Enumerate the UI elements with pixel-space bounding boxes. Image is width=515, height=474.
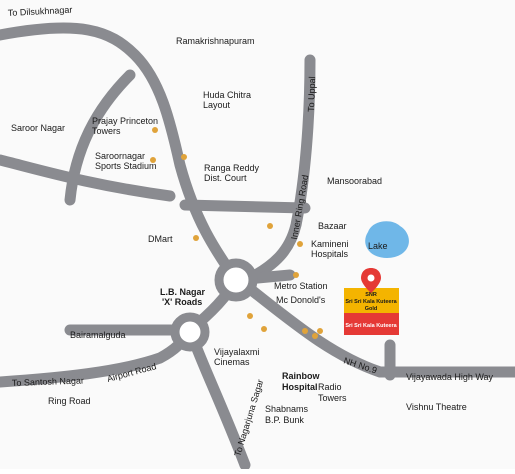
- label-ramakrishnapuram: Ramakrishnapuram: [176, 36, 255, 46]
- label-rainbow-2: Hospital: [282, 382, 318, 392]
- badge-line1: SNR: [365, 292, 377, 298]
- label-ranga-1: Ranga Reddy: [204, 163, 260, 173]
- lb-nagar-junction: [214, 258, 258, 302]
- label-saroor-nagar: Saroor Nagar: [11, 123, 65, 133]
- dot-vijayalaxmi: [247, 313, 253, 319]
- location-pin-icon: [361, 268, 381, 293]
- label-to-nagarjuna-sagar: To Nagarjuna Sagar: [232, 378, 265, 457]
- badge-red-label: Sri Sri Kala Kuteera: [345, 323, 397, 329]
- dot-mcdonalds: [261, 326, 267, 332]
- label-prajay-2: Towers: [92, 126, 121, 136]
- label-lake: Lake: [368, 241, 388, 251]
- bairamalguda-junction: [170, 312, 210, 352]
- label-ranga-2: Dist. Court: [204, 173, 247, 183]
- dot-metro: [293, 272, 299, 278]
- label-to-dilsukhnagar: To Dilsukhnagar: [8, 5, 73, 18]
- label-lbnagar-2: 'X' Roads: [162, 297, 202, 307]
- label-shabnams-2: B.P. Bunk: [265, 415, 304, 425]
- dot-rainbow: [302, 328, 308, 334]
- label-vijayalaxmi-1: Vijayalaxmi: [214, 347, 259, 357]
- dot-kamineni: [297, 241, 303, 247]
- label-metro: Metro Station: [274, 281, 328, 291]
- dot-radio: [317, 328, 323, 334]
- badge-line3: Gold: [365, 306, 378, 312]
- property-badge[interactable]: SNR Sri Sri Kala Kuteera Gold Sri Sri Ka…: [344, 268, 399, 335]
- dot-stadium: [150, 157, 156, 163]
- road-court: [179, 199, 311, 214]
- dot-shabnams: [312, 333, 318, 339]
- label-radio-2: Towers: [318, 393, 347, 403]
- landmark-dots: [150, 127, 323, 339]
- badge-line2: Sri Sri Kala Kuteera: [345, 299, 397, 305]
- label-huda-2: Layout: [203, 100, 231, 110]
- badge-red: [344, 313, 399, 335]
- label-mcdonalds: Mc Donold's: [276, 295, 326, 305]
- label-vijayawada-highway: Vijayawada High Way: [406, 372, 494, 382]
- label-stadium-2: Sports Stadium: [95, 161, 157, 171]
- label-rainbow-1: Rainbow: [282, 371, 320, 381]
- label-to-uppal: To Uppal: [306, 76, 317, 112]
- label-vishnu: Vishnu Theatre: [406, 402, 467, 412]
- road-uppal: [244, 54, 316, 284]
- label-prajay-1: Prajay Princeton: [92, 116, 158, 126]
- lake: [365, 221, 409, 258]
- dot-dmart: [193, 235, 199, 241]
- label-vijayalaxmi-2: Cinemas: [214, 357, 250, 367]
- label-ring-road: Ring Road: [48, 396, 91, 406]
- dot-prajay: [152, 127, 158, 133]
- dot-ranga: [181, 154, 187, 160]
- label-shabnams-1: Shabnams: [265, 404, 309, 414]
- label-kamineni-1: Kamineni: [311, 239, 349, 249]
- label-dmart: DMart: [148, 234, 173, 244]
- label-bairamalguda: Bairamalguda: [70, 330, 126, 340]
- road-prajay: [64, 69, 136, 206]
- dot-bazaar: [267, 223, 273, 229]
- label-to-santosh-nagar: To Santosh Nagar: [12, 375, 84, 388]
- label-kamineni-2: Hospitals: [311, 249, 349, 259]
- label-radio-1: Radio: [318, 382, 342, 392]
- label-mansoorabad: Mansoorabad: [327, 176, 382, 186]
- label-huda-1: Huda Chitra: [203, 90, 251, 100]
- label-lbnagar-1: L.B. Nagar: [160, 287, 206, 297]
- label-stadium-1: Saroornagar: [95, 151, 145, 161]
- label-bazaar: Bazaar: [318, 221, 347, 231]
